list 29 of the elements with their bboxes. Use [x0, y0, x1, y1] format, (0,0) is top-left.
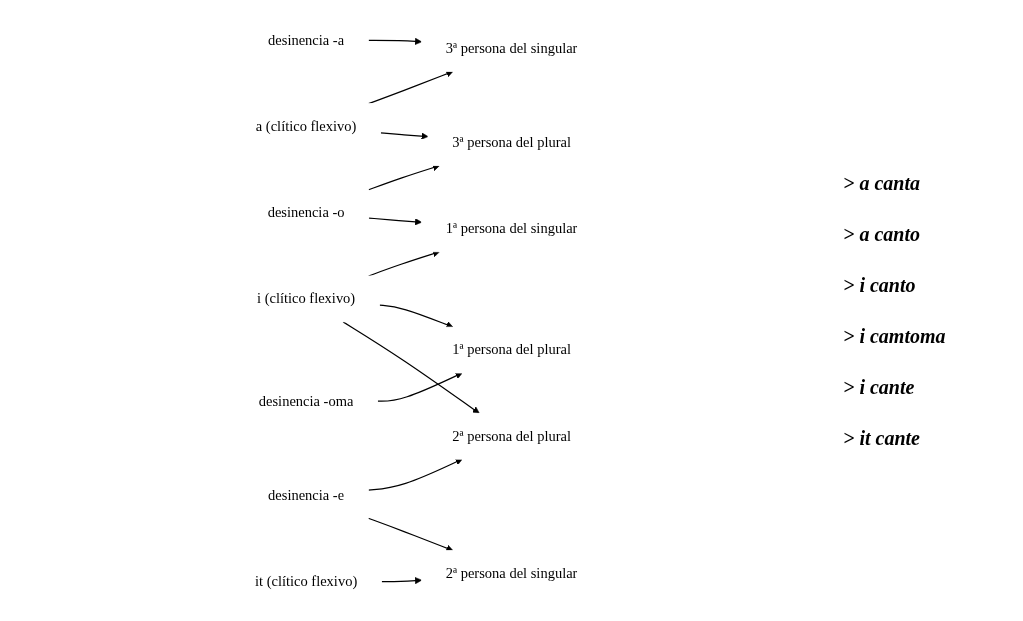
arrow [368, 37, 423, 45]
node-text: 3ª persona del plural [452, 133, 572, 150]
node-text: desinencia -o [267, 203, 345, 220]
node-text: 3ª persona del singular [446, 39, 578, 56]
result-form: > a canta [843, 171, 921, 195]
node-text: 1ª persona del singular [446, 219, 578, 236]
arrow [342, 320, 480, 414]
node-text: desinencia -e [268, 486, 345, 503]
result-form: > i camtoma [843, 324, 947, 348]
node-text: it (clítico flexivo) [255, 572, 358, 589]
arrow [379, 304, 454, 328]
node-text: 2ª persona del singular [446, 564, 578, 581]
result-form: > a canto [843, 222, 921, 246]
node-text: 1ª persona del plural [452, 341, 572, 358]
node-text: 2ª persona del plural [452, 427, 572, 444]
arrow [381, 576, 423, 584]
node-text: i (clítico flexivo) [257, 289, 356, 307]
arrow [380, 131, 429, 140]
arrow [377, 372, 463, 402]
result-form: > it cante [843, 426, 921, 450]
result-form: > i cante [843, 375, 916, 399]
arrow [368, 69, 454, 104]
node-text: desinencia -a [268, 31, 345, 48]
arrow [368, 458, 463, 491]
result-form: > i canto [843, 273, 917, 297]
node-text: desinencia -oma [259, 392, 354, 409]
node-text: a (clítico flexivo) [256, 117, 357, 134]
arrow [368, 517, 454, 552]
arrow [368, 216, 423, 225]
